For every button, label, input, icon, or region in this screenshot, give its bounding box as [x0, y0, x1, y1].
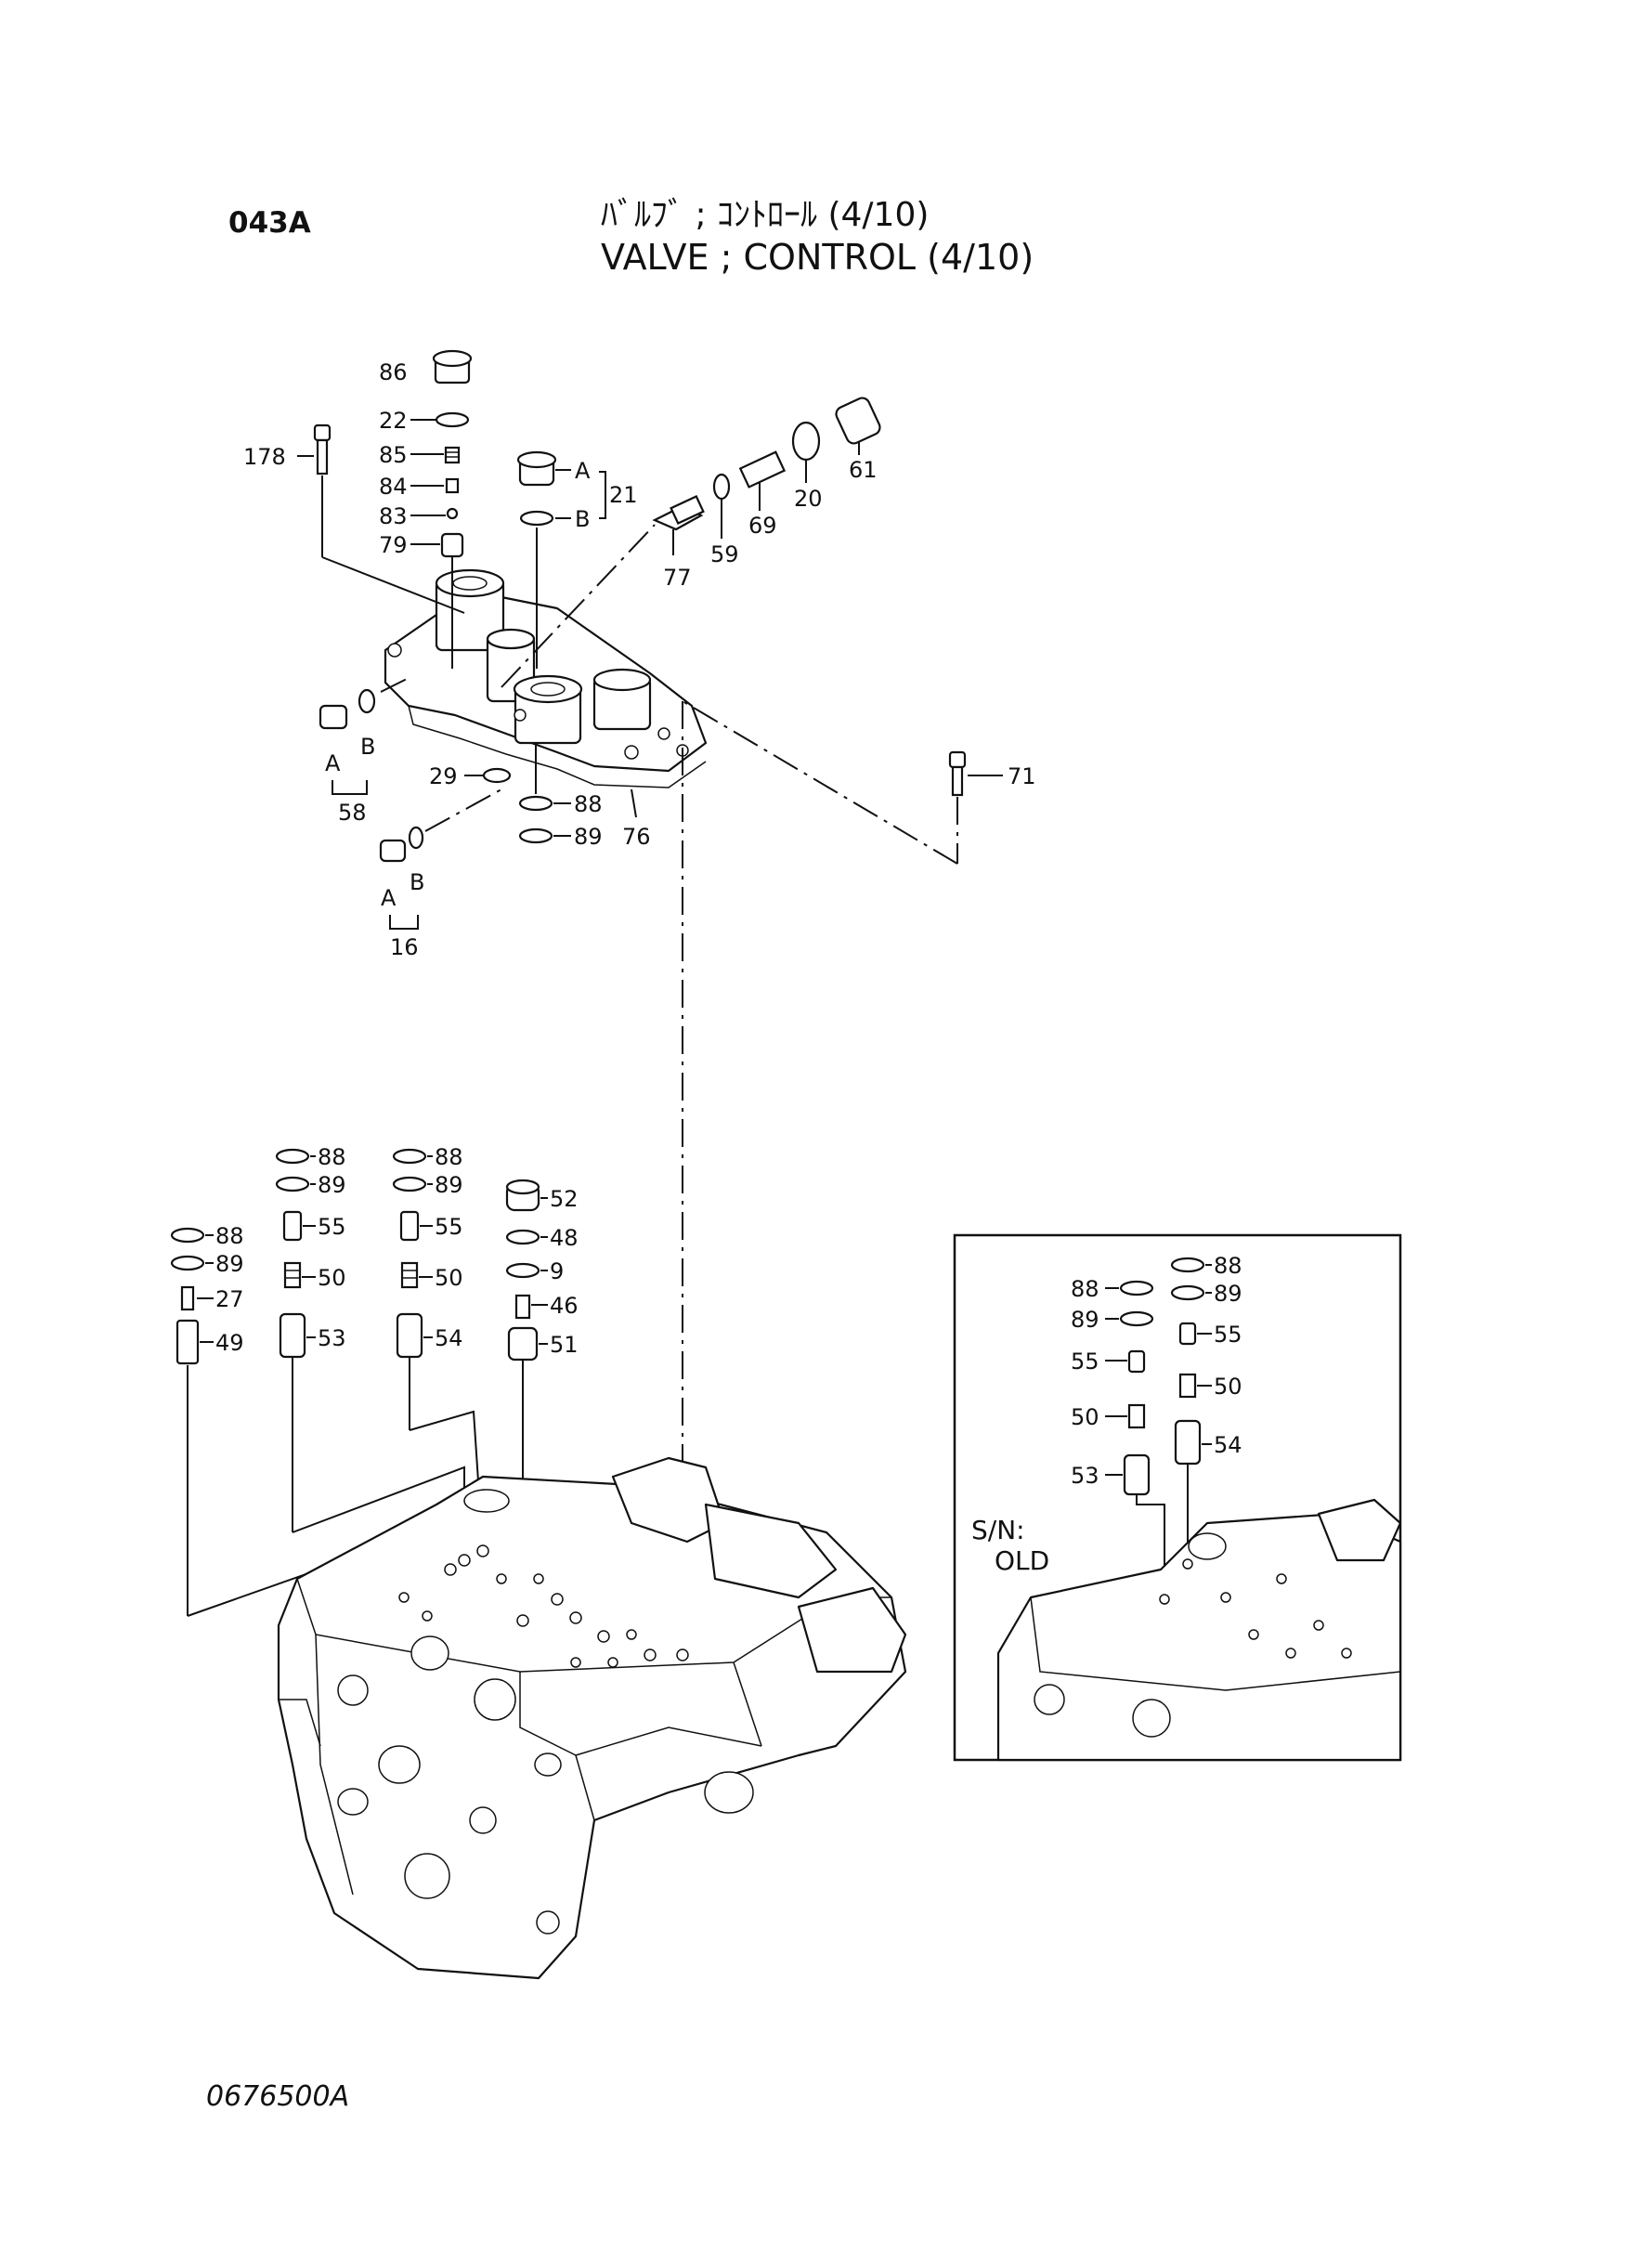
- label-c3-88: 88: [435, 1144, 463, 1170]
- label-c2-50: 50: [318, 1265, 346, 1291]
- label-c3-89: 89: [435, 1172, 463, 1198]
- main-valve-block: [277, 1456, 907, 1980]
- label-inset-55a: 55: [1071, 1348, 1099, 1375]
- label-21: 21: [609, 482, 638, 508]
- label-21-b: B: [575, 506, 590, 532]
- inset-serial-line1: S/N:: [971, 1515, 1025, 1545]
- label-84: 84: [379, 474, 408, 500]
- o-ring-29: [482, 767, 512, 784]
- label-inset-55b: 55: [1214, 1322, 1242, 1348]
- label-86: 86: [379, 359, 408, 385]
- label-58: 58: [338, 800, 367, 826]
- label-76: 76: [622, 824, 651, 850]
- ball-83: [446, 507, 459, 520]
- label-71: 71: [1008, 763, 1036, 789]
- label-21-a: A: [575, 458, 591, 484]
- label-c4-51: 51: [550, 1332, 579, 1358]
- column-3-parts: [392, 1148, 433, 1430]
- o-ring-20: [791, 421, 821, 462]
- label-c2-55: 55: [318, 1214, 346, 1240]
- label-16-b: B: [410, 869, 424, 895]
- label-79: 79: [379, 532, 408, 558]
- label-c2-88: 88: [318, 1144, 346, 1170]
- label-88-top: 88: [574, 791, 603, 817]
- figure-number: 0676500A: [206, 2080, 350, 2113]
- top-cover-assembly: [384, 568, 708, 788]
- label-c3-55: 55: [435, 1214, 463, 1240]
- title-japanese: ﾊﾞﾙﾌﾞ ; ｺﾝﾄﾛｰﾙ (4/10): [601, 196, 930, 234]
- o-ring-88-top: [518, 795, 553, 812]
- label-c3-54: 54: [435, 1325, 463, 1351]
- plug-16: [379, 839, 407, 863]
- label-c1-27: 27: [215, 1286, 244, 1312]
- inset-serial-line2: OLD: [995, 1545, 1049, 1576]
- label-inset-89b: 89: [1214, 1281, 1242, 1307]
- label-61: 61: [849, 457, 878, 483]
- column-4-parts: [505, 1179, 548, 1579]
- column-1-parts: [170, 1227, 214, 1616]
- top-leaders: [297, 419, 1003, 930]
- label-85: 85: [379, 442, 408, 468]
- label-c3-50: 50: [435, 1265, 463, 1291]
- o-ring-89-top: [518, 827, 553, 844]
- page-code: 043A: [228, 206, 311, 240]
- washer-59: [712, 473, 731, 501]
- label-16: 16: [390, 934, 419, 960]
- label-c4-46: 46: [550, 1293, 579, 1319]
- spring-69: [738, 450, 787, 489]
- label-22: 22: [379, 408, 408, 434]
- column-2-parts: [275, 1148, 316, 1532]
- inset-old-serial: [953, 1233, 1402, 1762]
- label-69: 69: [748, 513, 777, 539]
- label-inset-89a: 89: [1071, 1307, 1099, 1333]
- label-c4-48: 48: [550, 1225, 579, 1251]
- callout-labels: 86 22 178 85 84 83 79 A B 21 77 59 69 20…: [215, 359, 1242, 1576]
- spring-85: [444, 446, 461, 464]
- label-59: 59: [710, 541, 739, 567]
- label-89-top: 89: [574, 824, 603, 850]
- plug-61: [835, 397, 881, 445]
- label-83: 83: [379, 503, 408, 529]
- label-c1-49: 49: [215, 1330, 244, 1356]
- label-inset-88b: 88: [1214, 1253, 1242, 1279]
- label-58-a: A: [325, 750, 341, 776]
- top-stack-parts: [313, 349, 967, 1653]
- label-c4-52: 52: [550, 1186, 579, 1212]
- label-178: 178: [243, 444, 286, 470]
- bolt-178: [313, 423, 332, 442]
- label-c2-53: 53: [318, 1325, 346, 1351]
- ball-84: [445, 477, 460, 494]
- label-inset-54: 54: [1214, 1432, 1242, 1458]
- label-20: 20: [794, 486, 823, 512]
- title-english: VALVE ; CONTROL (4/10): [601, 237, 1034, 278]
- o-ring-22: [435, 411, 470, 428]
- bolt-71: [948, 750, 967, 769]
- seat-79: [440, 532, 464, 558]
- label-c1-89: 89: [215, 1251, 244, 1277]
- label-58-b: B: [360, 734, 375, 760]
- label-inset-50a: 50: [1071, 1404, 1099, 1430]
- label-77: 77: [663, 565, 692, 591]
- label-c4-9: 9: [550, 1258, 564, 1284]
- label-inset-50b: 50: [1214, 1374, 1242, 1400]
- label-c2-89: 89: [318, 1172, 346, 1198]
- label-inset-88a: 88: [1071, 1276, 1099, 1302]
- label-c1-88: 88: [215, 1223, 244, 1249]
- plug-58: [319, 704, 348, 730]
- label-29: 29: [429, 763, 458, 789]
- label-16-a: A: [381, 885, 397, 911]
- label-inset-53: 53: [1071, 1463, 1099, 1489]
